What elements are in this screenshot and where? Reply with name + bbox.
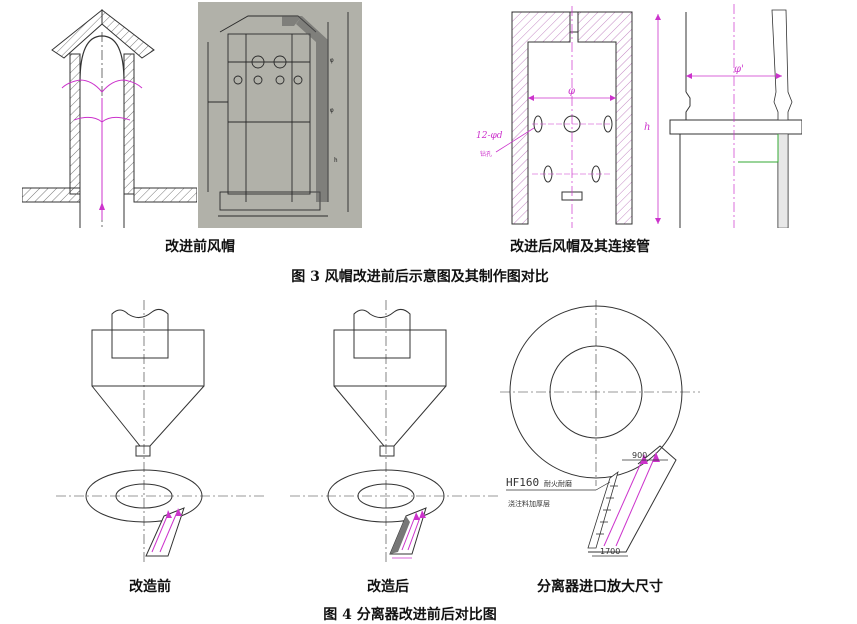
holes-sub-label: 钻孔 [480, 150, 492, 158]
fig4-label-after: 改造后 [367, 579, 409, 595]
svg-text:φ: φ [330, 107, 334, 114]
annotation-line1-suffix: 耐火耐磨 [544, 479, 572, 488]
fig4-detail-drawing: 900 1700 HF160 耐火耐磨 浇注料加厚层 [500, 296, 700, 564]
fig4-before-drawing [56, 296, 266, 562]
dim-top-label: 900 [632, 451, 647, 460]
svg-text:h: h [334, 157, 338, 164]
fig4-after-drawing [290, 296, 500, 562]
phi-label: φ [568, 86, 575, 97]
fig3-label-before: 改进前风帽 [165, 239, 235, 255]
fig4-caption: 图 4 分离器改进前后对比图 [323, 607, 497, 623]
dim-bottom-label: 1700 [600, 547, 620, 556]
fig3-before-drawing [22, 2, 197, 228]
svg-text:φ: φ [330, 57, 334, 64]
phi-prime-label: φ' [734, 64, 744, 75]
fig3-before-photo: φ φ h [198, 2, 362, 228]
height-label: h [644, 122, 650, 133]
annotation-line1: HF160 [506, 476, 539, 489]
fig3-label-after: 改进后风帽及其连接管 [510, 239, 650, 255]
fig3-caption: 图 3 风帽改进前后示意图及其制作图对比 [291, 269, 549, 285]
annotation-line2: 浇注料加厚层 [508, 499, 550, 508]
fig3-after-drawing: φ h 12-φd 钻孔 [472, 2, 664, 228]
fig3-connecting-pipe: φ' [666, 2, 802, 228]
fig4-label-before: 改造前 [129, 579, 171, 595]
holes-label: 12-φd [476, 131, 503, 141]
fig4-label-detail: 分离器进口放大尺寸 [537, 579, 663, 595]
